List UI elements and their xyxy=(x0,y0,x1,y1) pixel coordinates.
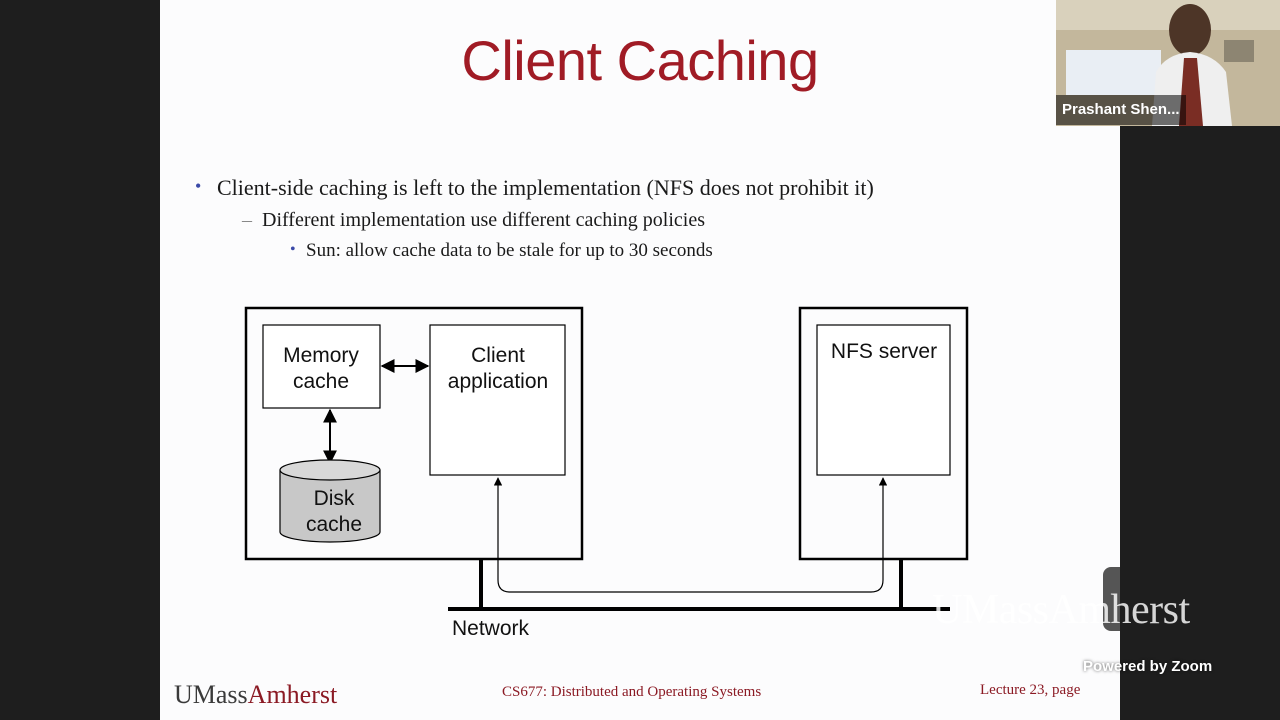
shared-slide: Client Caching • Client-side caching is … xyxy=(160,0,1120,720)
participant-video-tile[interactable] xyxy=(1056,0,1280,126)
bullet-level-1: • Client-side caching is left to the imp… xyxy=(195,175,874,201)
nfs-server-label: NFS server xyxy=(831,340,937,363)
umass-logo: UMassAmherst xyxy=(174,680,338,709)
client-application-box xyxy=(429,324,566,476)
bullet-text: Client-side caching is left to the imple… xyxy=(217,175,874,200)
client-application-label: Client xyxy=(471,344,525,367)
bullet-level-3: • Sun: allow cache data to be stale for … xyxy=(290,240,713,262)
bullet-level-2: – Different implementation use different… xyxy=(242,209,705,232)
bullet-text: Sun: allow cache data to be stale for up… xyxy=(306,240,713,261)
participant-video-feed xyxy=(1056,0,1280,126)
powered-by-zoom-label: Powered by Zoom xyxy=(1083,658,1213,675)
course-name: CS677: Distributed and Operating Systems xyxy=(502,684,762,700)
slide-title: Client Caching xyxy=(461,29,819,92)
nfs-caching-diagram: Memory cache Client application Disk cac… xyxy=(244,306,969,640)
bullet-dot-icon: • xyxy=(290,241,296,258)
participant-name-label: Prashant Shen... xyxy=(1056,95,1186,125)
client-machine-box xyxy=(244,306,584,561)
left-letterbox xyxy=(0,0,160,720)
network-label: Network xyxy=(452,617,530,640)
lecture-page-label: Lecture 23, page xyxy=(980,682,1081,698)
umass-watermark: UMassAmherst xyxy=(932,587,1190,633)
disk-cache-label: cache xyxy=(306,513,362,536)
bullet-text: Different implementation use different c… xyxy=(262,209,705,231)
disk-cache-label: Disk xyxy=(314,487,355,510)
client-application-label: application xyxy=(448,370,548,393)
memory-cache-box xyxy=(262,324,381,409)
disk-cache-cylinder xyxy=(279,459,381,543)
nfs-server-box xyxy=(816,324,951,476)
side-panel-handle[interactable] xyxy=(1103,567,1120,631)
bullet-dot-icon: • xyxy=(195,176,202,196)
bullet-dash-icon: – xyxy=(242,209,252,231)
rpc-path-arrow xyxy=(493,477,888,593)
memory-cache-label: Memory xyxy=(283,344,359,367)
memory-cache-label: cache xyxy=(293,370,349,393)
